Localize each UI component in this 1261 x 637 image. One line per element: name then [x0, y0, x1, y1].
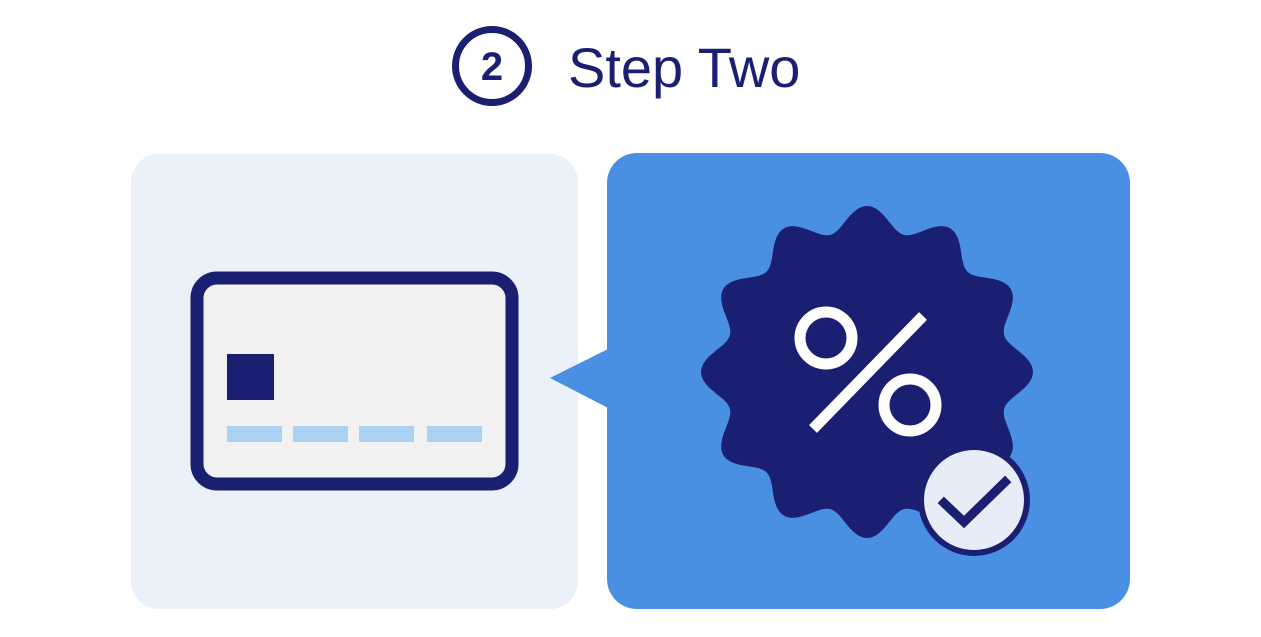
- step-header: 2 Step Two: [0, 24, 1261, 120]
- step-number: 2: [480, 45, 504, 89]
- speech-pointer: [550, 347, 612, 410]
- percent-icon: [794, 306, 942, 437]
- card-number-block-2: [293, 426, 348, 442]
- credit-card-icon: [190, 271, 519, 491]
- checkmark-badge: [918, 444, 1030, 556]
- percent-slash: [809, 312, 927, 433]
- card-number-block-1: [227, 426, 282, 442]
- card-chip: [227, 354, 274, 400]
- checkmark-icon: [937, 475, 1012, 529]
- card-number-block-3: [359, 426, 414, 442]
- percent-circle-bottom: [878, 373, 942, 437]
- check-circle-inner: [924, 450, 1024, 550]
- step-number-badge: 2: [452, 26, 532, 106]
- step-title: Step Two: [568, 36, 801, 99]
- card-number-block-4: [427, 426, 482, 442]
- percent-circle-top: [794, 306, 858, 370]
